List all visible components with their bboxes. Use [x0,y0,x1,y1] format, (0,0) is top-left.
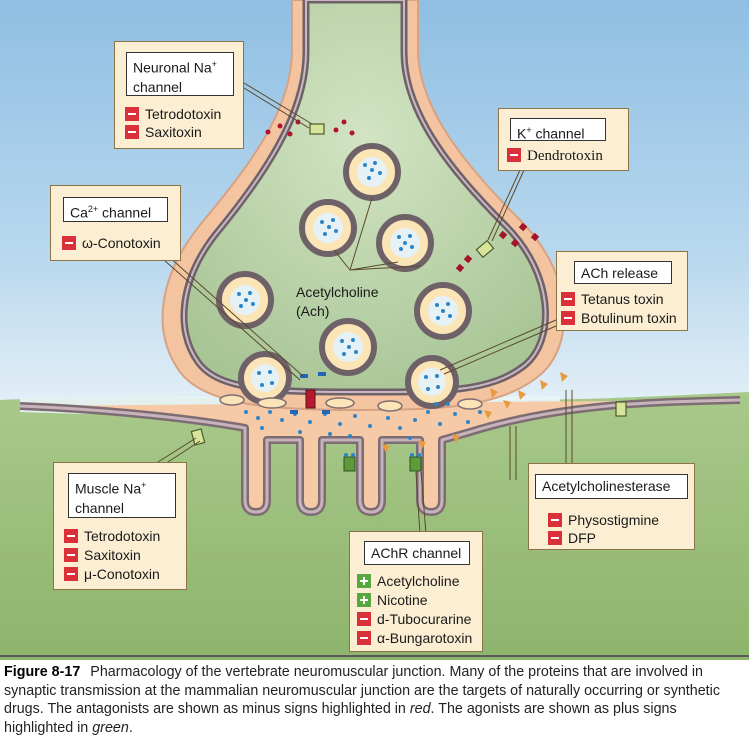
na-channel-toxins [265,119,355,137]
k-channel-item-dendrotoxin: Dendrotoxin [507,147,603,165]
muscle-fiber [0,392,749,660]
k-channel-title: K+ channel [510,118,606,142]
neuronal-na-channel-protein [309,123,325,135]
minus-icon [125,125,139,139]
minus-icon [561,292,575,306]
muscle-na-item-saxitoxin: Saxitoxin [64,546,141,564]
caption-green-word: green [92,719,129,736]
achr-item-nicotine: Nicotine [357,591,428,609]
figure-label: Figure 8-17 [4,664,81,680]
achr-item-bungarotoxin: α-Bungarotoxin [357,629,472,647]
neuronal-na-item-tetrodotoxin: Tetrodotoxin [125,105,221,123]
caption-text-1: Pharmacology of the vertebrate neuromusc… [4,664,720,717]
caption-red-word: red [409,701,431,717]
muscle-na-channel-title: Muscle Na+channel [68,473,176,518]
ach-release-item-tetanus: Tetanus toxin [561,290,664,308]
ach-release-box: ACh release Tetanus toxin Botulinum toxi… [556,251,688,331]
minus-icon [548,531,562,545]
minus-icon [64,567,78,581]
caption-divider [0,655,749,657]
k-channel-box: K+ channel Dendrotoxin [498,108,629,171]
calcium-ions [290,372,330,414]
acetylcholine-label: Acetylcholine (Ach) [296,284,379,319]
muscle-na-channel-right [615,401,627,417]
acetylcholinesterase-molecules [382,372,568,453]
junction-illustration [0,0,749,660]
minus-icon [507,148,521,162]
ach-release-item-botulinum: Botulinum toxin [561,309,677,327]
ach-release-title: ACh release [574,261,672,284]
minus-icon [62,236,76,250]
ache-item-physostigmine: Physostigmine [548,511,659,529]
muscle-na-item-conotoxin: μ-Conotoxin [64,565,160,583]
minus-icon [548,513,562,527]
ca-channel-box: Ca2+ channel ω-Conotoxin [50,185,181,261]
caption-text-2: . The agonists are shown as plus signs h… [4,701,677,736]
neuronal-na-channel-box: Neuronal Na+channel Tetrodotoxin Saxitox… [114,41,244,149]
dendrotoxin-molecules [455,222,540,273]
neuronal-na-item-saxitoxin: Saxitoxin [125,123,202,141]
minus-icon [357,612,371,626]
k-channel-protein [475,239,495,259]
muscle-na-channel-box: Muscle Na+channel Tetrodotoxin Saxitoxin… [53,462,187,590]
achr-channel-proteins [343,453,422,472]
minus-icon [64,529,78,543]
neuronal-na-channel-title: Neuronal Na+channel [126,52,234,96]
minus-icon [561,311,575,325]
achr-channel-title: AChR channel [364,541,470,565]
acetylcholinesterase-title: Acetylcholinesterase [535,474,688,499]
ca-channel-protein [305,389,316,409]
achr-item-acetylcholine: Acetylcholine [357,572,460,590]
leader-lines [157,82,573,535]
minus-icon [125,107,139,121]
plus-icon [357,574,371,588]
plus-icon [357,593,371,607]
muscle-na-channel-left [190,428,206,446]
minus-icon [64,548,78,562]
active-zones [219,394,483,412]
achr-item-tubocurarine: d-Tubocurarine [357,610,471,628]
ca-channel-title: Ca2+ channel [63,197,168,222]
neuromuscular-junction-diagram: Neuronal Na+channel Tetrodotoxin Saxitox… [0,0,749,660]
caption-text-3: . [128,719,133,736]
ach-molecules-in-vesicles [237,161,452,391]
achr-channel-box: AChR channel Acetylcholine Nicotine d-Tu… [349,531,483,652]
ca-channel-item-conotoxin: ω-Conotoxin [62,234,161,252]
minus-icon [357,631,371,645]
acetylcholinesterase-box: Acetylcholinesterase Physostigmine DFP [528,463,695,550]
ache-item-dfp: DFP [548,529,596,547]
muscle-na-item-tetrodotoxin: Tetrodotoxin [64,527,160,545]
